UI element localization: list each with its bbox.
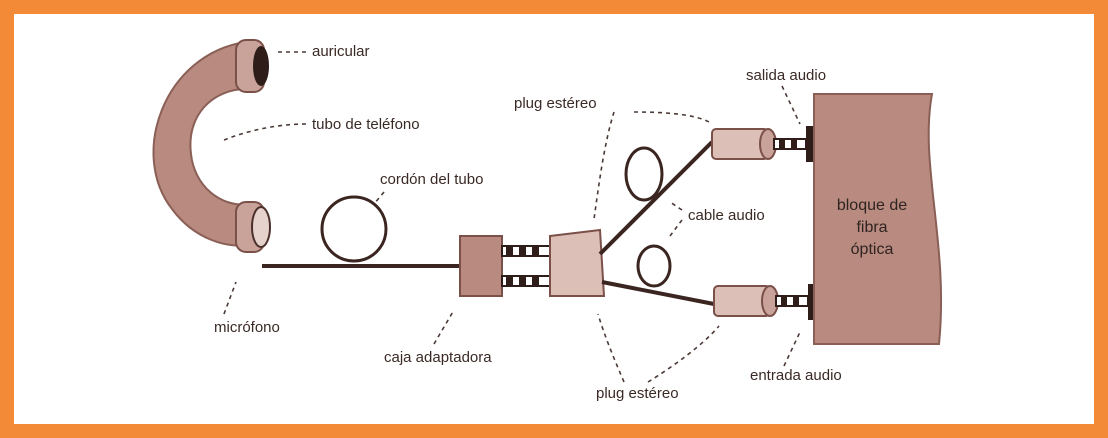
fiber-optic-block: bloque de fibra óptica (813, 93, 943, 345)
earpiece-icon (253, 46, 269, 86)
bottom-plug (713, 284, 816, 320)
label-earpiece: auricular (312, 43, 370, 60)
label-audio-cable: cable audio (688, 207, 765, 224)
handset (152, 39, 271, 253)
label-handset: tubo de teléfono (312, 116, 420, 133)
label-audio-out: salida audio (746, 67, 826, 84)
label-audio-in: entrada audio (750, 367, 842, 384)
labels: auricular tubo de teléfono cordón del tu… (214, 43, 842, 402)
stereo-plug-hub (549, 228, 606, 297)
audio-cables (598, 140, 715, 306)
fiber-block-label-2: fibra (856, 219, 887, 236)
adapter-box (459, 235, 551, 297)
label-stereo-plug-bottom: plug estéreo (596, 385, 679, 402)
leader-arrows (223, 51, 801, 383)
label-microphone: micrófono (214, 319, 280, 336)
fiber-block-label-1: bloque de (837, 197, 907, 214)
top-plug (711, 126, 814, 162)
label-handset-cord: cordón del tubo (380, 171, 483, 188)
cord-coil (320, 195, 388, 263)
fiber-block-label-3: óptica (851, 241, 894, 258)
microphone-icon (251, 206, 271, 248)
label-stereo-plug-top: plug estéreo (514, 95, 597, 112)
bottom-cable-loop (636, 244, 672, 288)
label-adapter-box: caja adaptadora (384, 349, 492, 366)
handset-cord (262, 195, 460, 268)
top-cable-loop (624, 146, 664, 202)
telephone-fiber-optic-diagram: bloque de fibra óptica auricular tubo de… (152, 39, 943, 402)
adapter-connectors (501, 245, 551, 287)
